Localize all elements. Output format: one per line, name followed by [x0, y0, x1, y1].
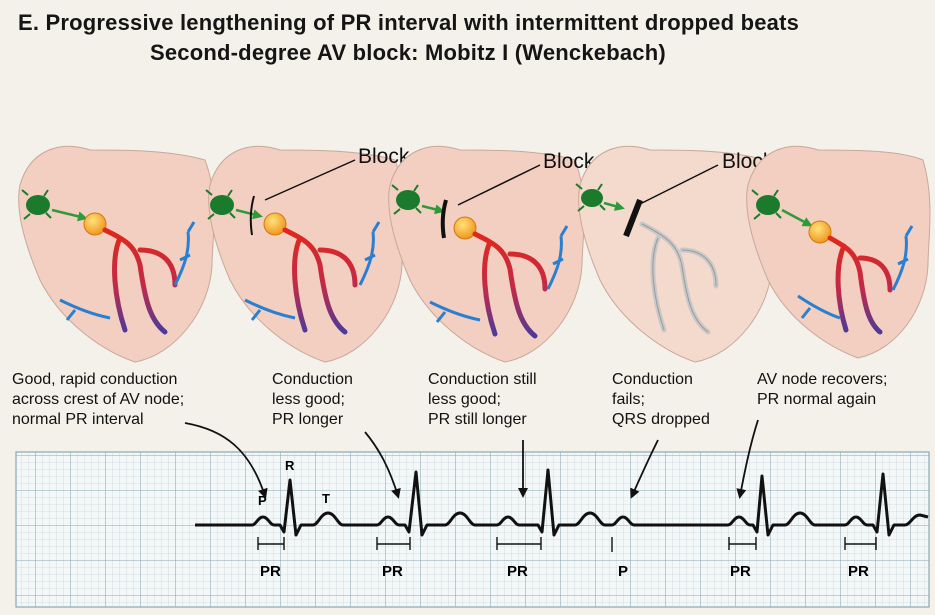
caption-arrow-4: [630, 439, 659, 499]
heart-5: [746, 145, 931, 359]
sa-node-icon: [575, 183, 606, 212]
pr-label-1: PR: [260, 563, 281, 580]
bundle-branches: [827, 235, 893, 335]
block-label: Block: [543, 150, 595, 173]
purkinje-right: [891, 225, 914, 291]
caption-1: Good, rapid conduction across crest of A…: [12, 371, 185, 428]
sa-to-av-arrow: [603, 201, 625, 211]
block-mark: [249, 195, 255, 236]
bundle-branches: [102, 227, 178, 335]
sa-node-icon: [21, 189, 52, 220]
p-label-4: P: [618, 563, 628, 580]
av-node-icon: [453, 216, 477, 240]
caption-arrow-1: [184, 422, 268, 499]
block-label: Block: [358, 145, 410, 168]
caption-2: Conduction less good; PR longer: [272, 371, 353, 428]
pr-label-3: PR: [507, 563, 528, 580]
purkinje-right: [173, 221, 196, 286]
caption-3: Conduction still less good; PR still lon…: [428, 371, 537, 428]
title-line-2: Second-degree AV block: Mobitz I (Wencke…: [150, 40, 666, 65]
title-line-1: E. Progressive lengthening of PR interva…: [18, 10, 800, 35]
av-node-icon: [808, 220, 832, 244]
caption-arrow-2: [364, 431, 401, 499]
sa-to-av-arrow: [421, 204, 445, 215]
purkinje-left: [244, 298, 296, 321]
block-pointer: [457, 164, 541, 206]
heart-outline: [746, 145, 931, 359]
sa-node-icon: [391, 184, 422, 215]
av-node-icon: [83, 212, 107, 236]
sa-to-av-arrow: [51, 208, 88, 222]
purkinje-left: [797, 294, 841, 320]
block-mark: [623, 198, 643, 238]
block-mark: [440, 199, 448, 239]
pr-label-2: PR: [382, 563, 403, 580]
pr-label-6: PR: [848, 563, 869, 580]
purkinje-left: [59, 298, 111, 321]
heart-1: [18, 145, 215, 363]
pr-interval-markers: [257, 537, 877, 552]
purkinje-left: [429, 300, 481, 323]
heart-outline: [208, 145, 405, 363]
sa-node-icon: [205, 189, 236, 220]
bundle-branches: [282, 227, 358, 335]
sa-to-av-arrow: [781, 208, 813, 227]
p-wave-label: P: [258, 493, 267, 508]
pr-label-5: PR: [730, 563, 751, 580]
purkinje-right: [546, 225, 569, 290]
t-wave-label: T: [322, 491, 330, 506]
bundle-branches: [472, 231, 548, 339]
sa-to-av-arrow: [235, 208, 263, 220]
av-node-icon: [263, 212, 287, 236]
ecg-trace: [195, 468, 929, 537]
block-pointer: [637, 164, 719, 206]
r-wave-label: R: [285, 458, 295, 473]
caption-arrow-5: [736, 419, 759, 499]
caption-5: AV node recovers; PR normal again: [757, 371, 888, 408]
purkinje-right: [358, 221, 381, 286]
heart-3: Block: [388, 145, 595, 363]
heart-4: Block: [575, 145, 775, 363]
heart-2: Block: [205, 145, 410, 363]
sa-node-icon: [751, 189, 782, 220]
caption-4: Conduction fails; QRS dropped: [612, 371, 710, 428]
block-pointer: [264, 159, 356, 201]
